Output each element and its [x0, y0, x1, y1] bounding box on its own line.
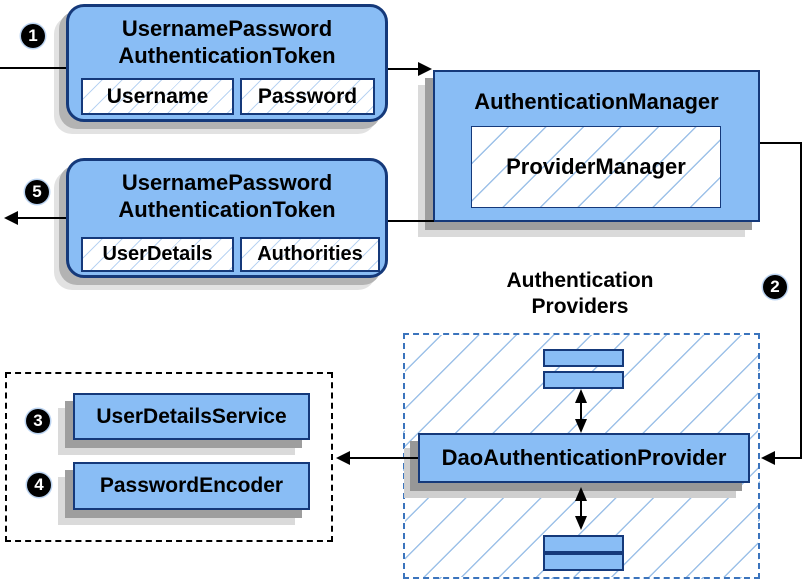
- provider-placeholder-bar: [543, 371, 624, 389]
- authentication-providers-title: Authentication Providers: [455, 268, 705, 320]
- provider-manager-label: ProviderManager: [506, 154, 686, 179]
- response-token-box: UsernamePassword AuthenticationToken Use…: [66, 158, 388, 278]
- userdetails-field-label: UserDetails: [102, 243, 213, 265]
- step-2-number: 2: [770, 277, 780, 296]
- services-group-box: [5, 372, 333, 542]
- password-encoder-label: PasswordEncoder: [99, 474, 284, 497]
- authentication-providers-title-line2: Providers: [531, 295, 629, 318]
- provider-placeholder-bar: [543, 553, 624, 571]
- step-4-badge: 4: [27, 473, 51, 497]
- connector-token-to-manager-arrow: [388, 62, 432, 76]
- authorities-field-label: Authorities: [257, 243, 363, 265]
- response-token-field-authorities: Authorities: [240, 237, 380, 272]
- step-5-badge: 5: [25, 180, 49, 204]
- password-encoder-box: PasswordEncoder: [73, 462, 310, 510]
- request-token-field-username: Username: [81, 78, 234, 115]
- response-token-field-userdetails: UserDetails: [81, 237, 234, 272]
- response-token-title: UsernamePassword AuthenticationToken: [69, 169, 385, 223]
- password-field-label: Password: [257, 84, 358, 108]
- dao-authentication-provider-label: DaoAuthenticationProvider: [441, 445, 727, 470]
- step-3-badge: 3: [26, 409, 50, 433]
- request-token-box: UsernamePassword AuthenticationToken Use…: [66, 4, 388, 122]
- connector-step5-outgoing-arrow: [4, 211, 66, 225]
- username-field-label: Username: [106, 84, 209, 108]
- step-4-number: 4: [34, 475, 44, 494]
- response-token-title-line1: UsernamePassword: [121, 170, 333, 195]
- user-details-service-box: UserDetailsService: [73, 393, 310, 440]
- request-token-field-password: Password: [240, 78, 375, 115]
- step-2-badge: 2: [763, 275, 787, 299]
- user-details-service-label: UserDetailsService: [96, 404, 287, 428]
- dao-authentication-provider-box: DaoAuthenticationProvider: [418, 433, 750, 483]
- step-1-number: 1: [28, 26, 38, 45]
- step-3-number: 3: [33, 411, 43, 430]
- provider-placeholder-bar: [543, 535, 624, 553]
- authentication-manager-box: AuthenticationManager ProviderManager: [433, 70, 760, 222]
- provider-manager-box: ProviderManager: [471, 126, 721, 208]
- provider-placeholder-bar: [543, 349, 624, 367]
- connector-step2-manager-to-provider-arrow: [760, 142, 802, 465]
- authentication-manager-title: AuthenticationManager: [474, 89, 719, 114]
- request-token-title-line2: AuthenticationToken: [118, 43, 336, 68]
- step-1-badge: 1: [21, 24, 45, 48]
- authentication-providers-title-line1: Authentication: [506, 269, 654, 292]
- request-token-title-line1: UsernamePassword: [121, 16, 333, 41]
- response-token-title-line2: AuthenticationToken: [118, 197, 336, 222]
- request-token-title: UsernamePassword AuthenticationToken: [69, 15, 385, 69]
- step-5-number: 5: [32, 182, 42, 201]
